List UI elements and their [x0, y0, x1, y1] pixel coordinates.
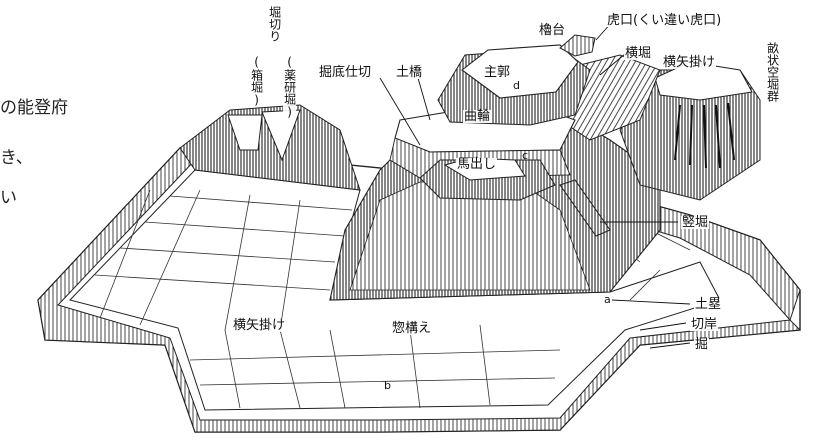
label-sogamae: 惣構え — [391, 321, 433, 336]
label-hori: 掘 — [694, 337, 710, 352]
label-koguchi: 虎口(くい違い虎口) — [606, 13, 723, 28]
label-yagura-dai: 櫓台 — [538, 23, 567, 38]
marker-a: a — [604, 293, 611, 306]
label-umadashi: 馬出し — [456, 157, 498, 172]
leader-lines — [379, 21, 691, 349]
yagen-bori-cut — [261, 109, 301, 162]
label-kuruwa: 曲輪 — [463, 109, 492, 124]
label-yokoya-gake-bottom: 横矢掛け — [232, 318, 287, 333]
marker-b: b — [384, 379, 391, 392]
label-kirigishi: 切岸 — [690, 317, 719, 332]
edge-text-line-2: き、 — [0, 148, 33, 168]
marker-d: d — [513, 79, 520, 92]
label-dorui: 土塁 — [694, 297, 723, 312]
marker-c: c — [522, 149, 529, 162]
hako-bori-cut — [227, 114, 263, 151]
label-tatebori: 竪堀 — [681, 215, 710, 230]
label-horizoko-shikiri: 掘底仕切 — [318, 65, 373, 80]
edge-text-line-1: の能登府 — [0, 98, 68, 118]
shukuruwa-top — [461, 44, 579, 99]
label-yokoya-gake-top: 横矢掛け — [662, 55, 717, 70]
label-shukuruwa: 主郭 — [483, 65, 512, 80]
horikiri-ridge — [179, 104, 361, 191]
yagura-dai-mound — [559, 34, 596, 57]
unejo-ridges — [674, 102, 735, 169]
label-dobashi: 土橋 — [395, 65, 424, 80]
label-yagen-bori: (薬研堀) — [282, 55, 297, 119]
label-yokobori: 横堀 — [624, 46, 653, 61]
label-hako-bori: (箱堀) — [249, 55, 264, 107]
label-unejo-karabori: 畝状空堀群 — [765, 42, 780, 102]
tatebori-groove — [559, 179, 611, 237]
label-horikiri: 堀切り — [267, 6, 282, 42]
edge-text-line-3: い — [0, 188, 17, 208]
